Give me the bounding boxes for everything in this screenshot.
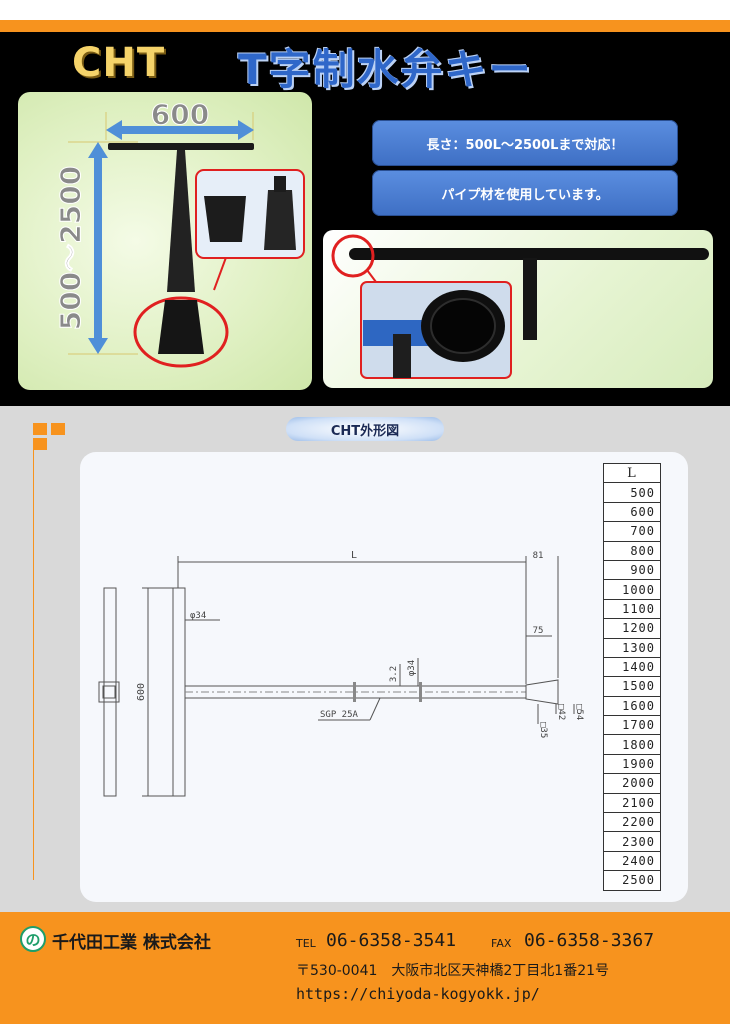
sq35-label: □35	[538, 722, 548, 738]
company-url-link[interactable]: https://chiyoda-kogyokk.jp/	[296, 985, 540, 1003]
height-dim-label: 500～2500	[54, 166, 87, 330]
dim-81-label: 81	[533, 551, 544, 561]
technical-drawing: 600 L 81 75 φ34 3.2 φ34 SGP 25A □35	[80, 452, 688, 902]
dim-L-label: L	[351, 550, 357, 561]
length-table-cell: 1000	[603, 579, 661, 600]
t-key-shaft	[167, 150, 195, 292]
height-arrow-head-top	[88, 142, 108, 158]
t-key-illustration: 600 500～2500	[54, 98, 305, 368]
length-table-cell: 2500	[603, 870, 661, 891]
length-table-cell: 1300	[603, 637, 661, 658]
feature-length: 長さ：500L～2500Lまで対応！	[372, 120, 678, 166]
tel-number[interactable]: 06-6358-3541	[326, 930, 457, 951]
handle-stem	[523, 258, 537, 340]
height-arrow-head-bottom	[88, 338, 108, 354]
length-table-header: L	[603, 462, 661, 484]
length-table-cell: 500	[603, 482, 661, 503]
sgp-leader	[369, 697, 381, 721]
pipe-stem-inset	[393, 334, 411, 378]
feature-pipe: パイプ材を使用しています。	[372, 170, 678, 216]
t-key-socket	[158, 300, 204, 354]
length-table-cell: 2400	[603, 850, 661, 872]
length-table-cell: 1900	[603, 753, 661, 775]
phi34-mid-label: φ34	[407, 660, 417, 676]
fax-number: 06-6358-3367	[524, 930, 655, 951]
wall-thick-label: 3.2	[389, 666, 399, 682]
length-table-cell: 1500	[603, 676, 661, 697]
dimension-drawing: 600 L 81 75 φ34 3.2 φ34 SGP 25A □35	[98, 550, 584, 797]
break-mark-2	[419, 682, 422, 702]
length-table-cell: 1600	[603, 695, 661, 717]
top-white-strip	[0, 0, 730, 20]
decor-square-1	[33, 423, 47, 435]
side-view-socket	[98, 681, 120, 703]
length-table-cell: 2200	[603, 812, 661, 833]
sq42-label: □42	[556, 704, 566, 720]
handle-illustration	[331, 234, 709, 379]
tel-label: TEL	[296, 937, 316, 950]
length-table-cell: 1800	[603, 734, 661, 755]
length-table-cell: 900	[603, 559, 661, 581]
dim-75-label: 75	[533, 626, 544, 636]
length-table-cell: 2000	[603, 773, 661, 794]
length-table-cell: 1200	[603, 618, 661, 639]
length-table-cell: 800	[603, 540, 661, 561]
handle-photo-panel	[323, 230, 713, 388]
t-key-handle	[108, 143, 254, 150]
decor-vertical-line	[33, 438, 34, 880]
handle-bar	[349, 248, 709, 260]
company-logo: の	[20, 926, 46, 952]
break-mark-1	[353, 682, 356, 702]
length-table-cell: 2300	[603, 831, 661, 852]
product-photo-panel: 600 500～2500	[18, 92, 312, 390]
decor-square-2	[51, 423, 65, 435]
length-table-cell: 2100	[603, 792, 661, 814]
width-dim-label: 600	[151, 98, 209, 131]
footer	[0, 912, 730, 1024]
section-subtitle: CHT外形図	[286, 417, 444, 441]
width-arrow-head-right	[238, 120, 254, 140]
phi34-top-label: φ34	[190, 611, 206, 621]
socket-side-neck	[274, 176, 286, 192]
socket-side-view	[264, 190, 296, 250]
sq54-label: □54	[574, 704, 584, 720]
fax-label: FAX	[491, 937, 512, 950]
company-name: 千代田工業 株式会社	[52, 933, 211, 953]
decor-square-3	[33, 438, 47, 450]
brand-name: CHT	[72, 40, 166, 86]
length-table-cell: 1400	[603, 656, 661, 678]
product-title: T字制水弁キー	[238, 45, 533, 94]
socket-taper	[525, 679, 559, 705]
company-address: 〒530-0041 大阪市北区天神橋2丁目北1番21号	[296, 963, 610, 979]
sgp-label: SGP 25A	[320, 710, 359, 720]
width-arrow-head-left	[106, 120, 122, 140]
pipe-detail-circle	[331, 234, 375, 278]
detail-circle	[133, 296, 229, 368]
length-table-cell: 600	[603, 501, 661, 523]
length-table-cell: 1100	[603, 598, 661, 620]
pipe-end-inner	[430, 298, 496, 354]
socket-end-view	[204, 196, 246, 242]
handle-outline	[172, 587, 186, 797]
dim-600-label: 600	[136, 683, 147, 701]
length-table-cell: 700	[603, 521, 661, 542]
top-orange-band	[0, 20, 730, 32]
length-table-cell: 1700	[603, 715, 661, 736]
side-view-socket-inner	[102, 685, 116, 699]
side-view-bar	[103, 587, 117, 797]
